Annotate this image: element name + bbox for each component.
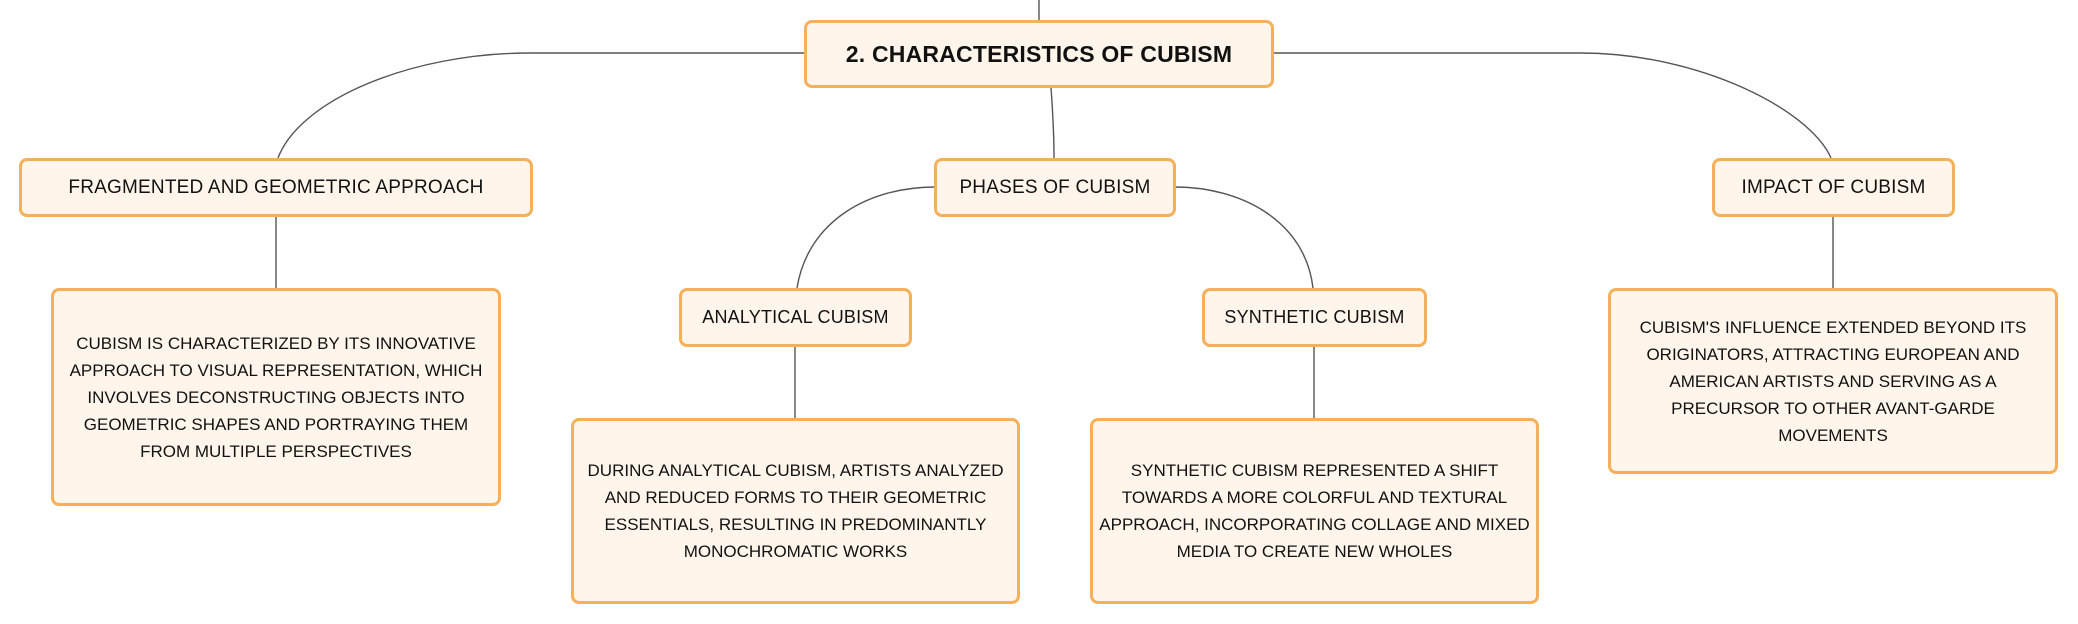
connector-root-to-phases	[1050, 87, 1055, 159]
synthetic-cubism-description: SYNTHETIC CUBISM REPRESENTED A SHIFT TOW…	[1099, 461, 1530, 561]
impact-description: CUBISM'S INFLUENCE EXTENDED BEYOND ITS O…	[1639, 317, 2027, 445]
fragmented-approach-node[interactable]: FRAGMENTED AND GEOMETRIC APPROACH	[19, 158, 533, 217]
fragmented-approach-label: FRAGMENTED AND GEOMETRIC APPROACH	[68, 176, 484, 198]
connector-phases-to-synthetic	[1174, 186, 1314, 289]
synthetic-cubism-label: SYNTHETIC CUBISM	[1224, 307, 1405, 327]
analytical-cubism-description: DURING ANALYTICAL CUBISM, ARTISTS ANALYZ…	[587, 461, 1004, 561]
phases-label: PHASES OF CUBISM	[959, 176, 1151, 198]
analytical-cubism-description-node[interactable]: DURING ANALYTICAL CUBISM, ARTISTS ANALYZ…	[571, 418, 1020, 604]
analytical-cubism-label: ANALYTICAL CUBISM	[702, 307, 889, 327]
synthetic-cubism-node[interactable]: SYNTHETIC CUBISM	[1202, 288, 1427, 347]
connector-root-to-fragmented	[277, 52, 804, 159]
impact-node[interactable]: IMPACT OF CUBISM	[1712, 158, 1955, 217]
connector-phases-to-analytical	[796, 186, 936, 289]
root-node[interactable]: 2. CHARACTERISTICS OF CUBISM	[804, 20, 1274, 88]
synthetic-cubism-description-node[interactable]: SYNTHETIC CUBISM REPRESENTED A SHIFT TOW…	[1090, 418, 1539, 604]
fragmented-approach-description: CUBISM IS CHARACTERIZED BY ITS INNOVATIV…	[69, 333, 483, 461]
analytical-cubism-node[interactable]: ANALYTICAL CUBISM	[679, 288, 912, 347]
phases-node[interactable]: PHASES OF CUBISM	[934, 158, 1176, 217]
root-node-label: 2. CHARACTERISTICS OF CUBISM	[845, 40, 1233, 67]
fragmented-approach-description-node[interactable]: CUBISM IS CHARACTERIZED BY ITS INNOVATIV…	[51, 288, 501, 506]
impact-label: IMPACT OF CUBISM	[1741, 176, 1926, 198]
connector-root-to-impact	[1274, 52, 1832, 159]
impact-description-node[interactable]: CUBISM'S INFLUENCE EXTENDED BEYOND ITS O…	[1608, 288, 2058, 474]
